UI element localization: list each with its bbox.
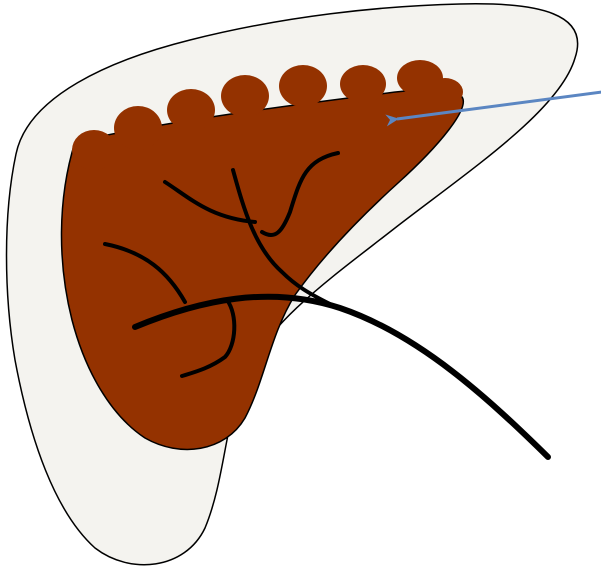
diagram-canvas — [0, 0, 601, 576]
